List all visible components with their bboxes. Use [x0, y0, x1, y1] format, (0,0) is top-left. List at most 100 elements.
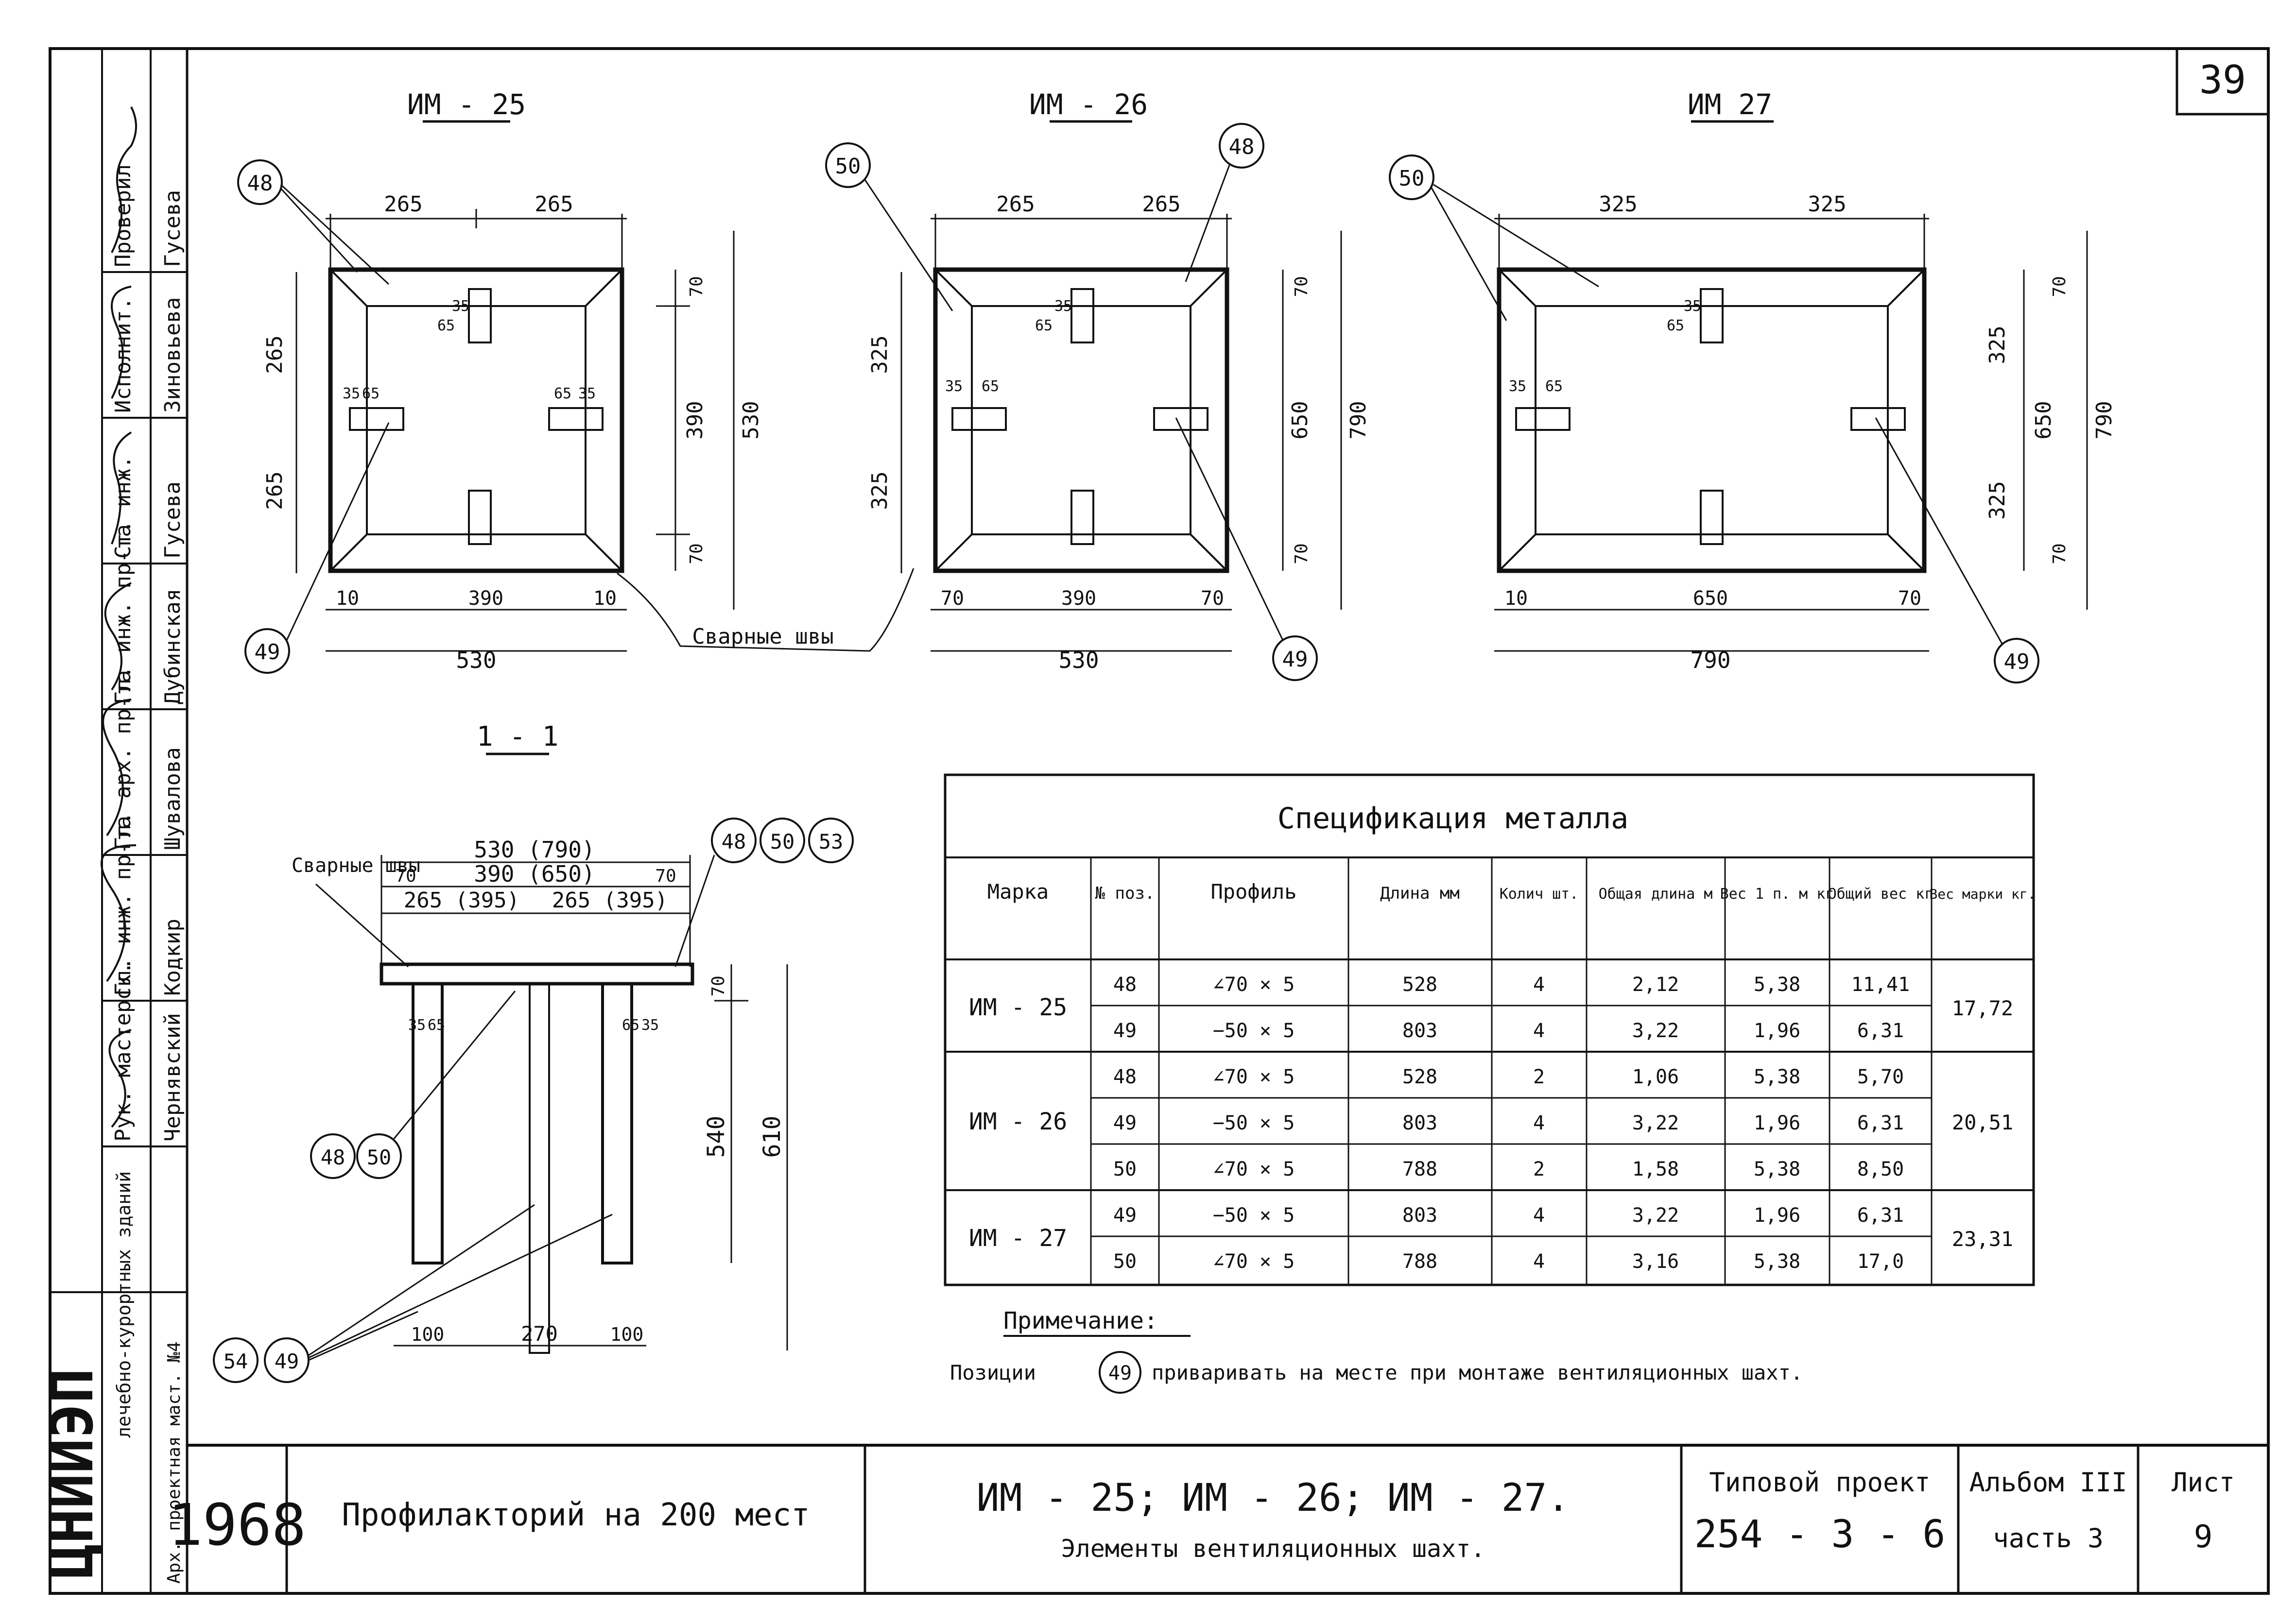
section-1-1: 1 - 1 [380, 721, 788, 1354]
dim-label: 70 [1201, 587, 1224, 610]
table-row: 50 ∠70 × 5 788 2 1,58 5,38 8,50 [1113, 1158, 1904, 1180]
dim-label: 265 [262, 335, 287, 374]
callout-circle [825, 142, 871, 188]
role-name: Чернявский [160, 1013, 185, 1142]
cell: 4 [1533, 1020, 1545, 1042]
dim-label: 650 [2031, 401, 2056, 439]
cell: −50 × 5 [1213, 1112, 1295, 1134]
cell: ∠70 × 5 [1213, 1158, 1295, 1180]
dim-label: 100 [411, 1324, 445, 1345]
dim-label: 790 [1346, 401, 1371, 439]
dim-small: 65 [554, 385, 571, 402]
elements-subtitle: Элементы вентиляционных шахт. [1061, 1535, 1485, 1563]
institute-logo: ЦНИИЭП [39, 1368, 106, 1579]
note-text-before: Позиции [950, 1361, 1036, 1384]
cell: 4 [1533, 1204, 1545, 1227]
callout-circle [244, 628, 290, 674]
callout-circle [237, 159, 283, 205]
callout-label: 50 [770, 830, 795, 854]
dim-label: 325 [1808, 192, 1846, 217]
dim-small: 65 [982, 378, 999, 395]
dim-small: 35 [1684, 298, 1701, 315]
signature [100, 844, 137, 982]
plan-im27: ИМ 27 [1494, 88, 2088, 652]
dim-label: 70 [395, 866, 416, 886]
callout-label: 54 [224, 1350, 248, 1373]
dim-small: 35 [1509, 378, 1526, 395]
stamp-year: 1968 [168, 1491, 306, 1558]
dim-label: 70 [2050, 276, 2070, 297]
callout-circle [1272, 635, 1318, 681]
callout-circle [1219, 123, 1264, 169]
dim-label: 325 [867, 471, 892, 510]
cell: 1,58 [1632, 1158, 1679, 1180]
dim-small: 65 [622, 1017, 639, 1034]
weld-label: Сварные швы [292, 854, 420, 877]
role-label: Рук. мастерск. [111, 961, 136, 1142]
cell: 6,31 [1857, 1020, 1904, 1042]
dim-label: 390 (650) [474, 861, 595, 887]
cell: 1,96 [1754, 1204, 1800, 1227]
dim-small: 65 [1545, 378, 1563, 395]
dim-label: 265 (395) [404, 888, 519, 913]
dim-label: 325 [867, 335, 892, 374]
dim-small: 65 [1667, 317, 1684, 334]
cell: 788 [1402, 1250, 1437, 1273]
cell: 3,22 [1632, 1020, 1679, 1042]
dim-label: 530 [739, 401, 763, 439]
table-row: 48 ∠70 × 5 528 4 2,12 5,38 11,41 [1113, 974, 1910, 996]
dim-label: 70 [941, 587, 964, 610]
cell: ∠70 × 5 [1213, 1250, 1295, 1273]
table-row: 49 −50 × 5 803 4 3,22 1,96 6,31 [1113, 1112, 1904, 1134]
cell: 48 [1113, 974, 1137, 996]
dim-small: 35 [945, 378, 963, 395]
dim-small: 35 [452, 298, 469, 315]
drawing-title: ИМ - 26 [1029, 88, 1148, 121]
cell: 4 [1533, 1112, 1545, 1134]
callout-label: 50 [367, 1145, 392, 1169]
signature [102, 699, 132, 837]
cell: 2 [1533, 1066, 1545, 1088]
callout-circle [711, 818, 757, 863]
cell: 49 [1113, 1020, 1137, 1042]
table-row: 48 ∠70 × 5 528 2 1,06 5,38 5,70 [1113, 1066, 1904, 1088]
dim-small: 65 [437, 317, 455, 334]
standard-project-label: Типовой проект [1709, 1467, 1930, 1498]
role-name: Зиновьева [160, 297, 185, 413]
cell: ∠70 × 5 [1213, 974, 1295, 996]
note-text-after: приваривать на месте при монтаже вентиля… [1152, 1361, 1803, 1384]
role-name: Дубинская [160, 589, 185, 704]
dim-label: 70 [1292, 543, 1312, 564]
elements-title: ИМ - 25; ИМ - 26; ИМ - 27. [977, 1476, 1570, 1520]
dim-small: 35 [641, 1017, 659, 1034]
cell: −50 × 5 [1213, 1020, 1295, 1042]
cell: 4 [1533, 974, 1545, 996]
cell: 5,38 [1754, 974, 1800, 996]
cell: 528 [1402, 974, 1437, 996]
sheet-frame [49, 47, 2270, 1595]
signature [104, 582, 132, 691]
column-header: Длина мм [1380, 884, 1460, 903]
mark-cell: ИМ - 25 [969, 994, 1067, 1021]
column-header: Вес 1 п. м кг [1720, 886, 1834, 903]
callout-label: 48 [1229, 135, 1255, 159]
dim-label: 70 [1898, 587, 1921, 610]
cell: 5,38 [1754, 1066, 1800, 1088]
standard-project-number: 254 - 3 - 6 [1694, 1513, 1946, 1556]
project-name: Профилакторий на 200 мест [342, 1497, 810, 1533]
callout-circle [1994, 638, 2039, 683]
dim-label: 265 [996, 192, 1035, 217]
dim-label: 265 [1142, 192, 1180, 217]
callout-label: 49 [1282, 647, 1308, 672]
dim-label: 650 [1288, 401, 1312, 439]
cell: 2,12 [1632, 974, 1679, 996]
cell: 8,50 [1857, 1158, 1904, 1180]
callout-circle [1389, 154, 1434, 200]
dim-label: 790 [2092, 401, 2117, 439]
callout-circle [356, 1133, 402, 1179]
cell: 6,31 [1857, 1112, 1904, 1134]
cell: 2 [1533, 1158, 1545, 1180]
drawing-title: ИМ 27 [1688, 88, 1773, 121]
spec-title: Спецификация металла [1277, 802, 1628, 836]
sheet-number: 39 [2199, 57, 2246, 103]
